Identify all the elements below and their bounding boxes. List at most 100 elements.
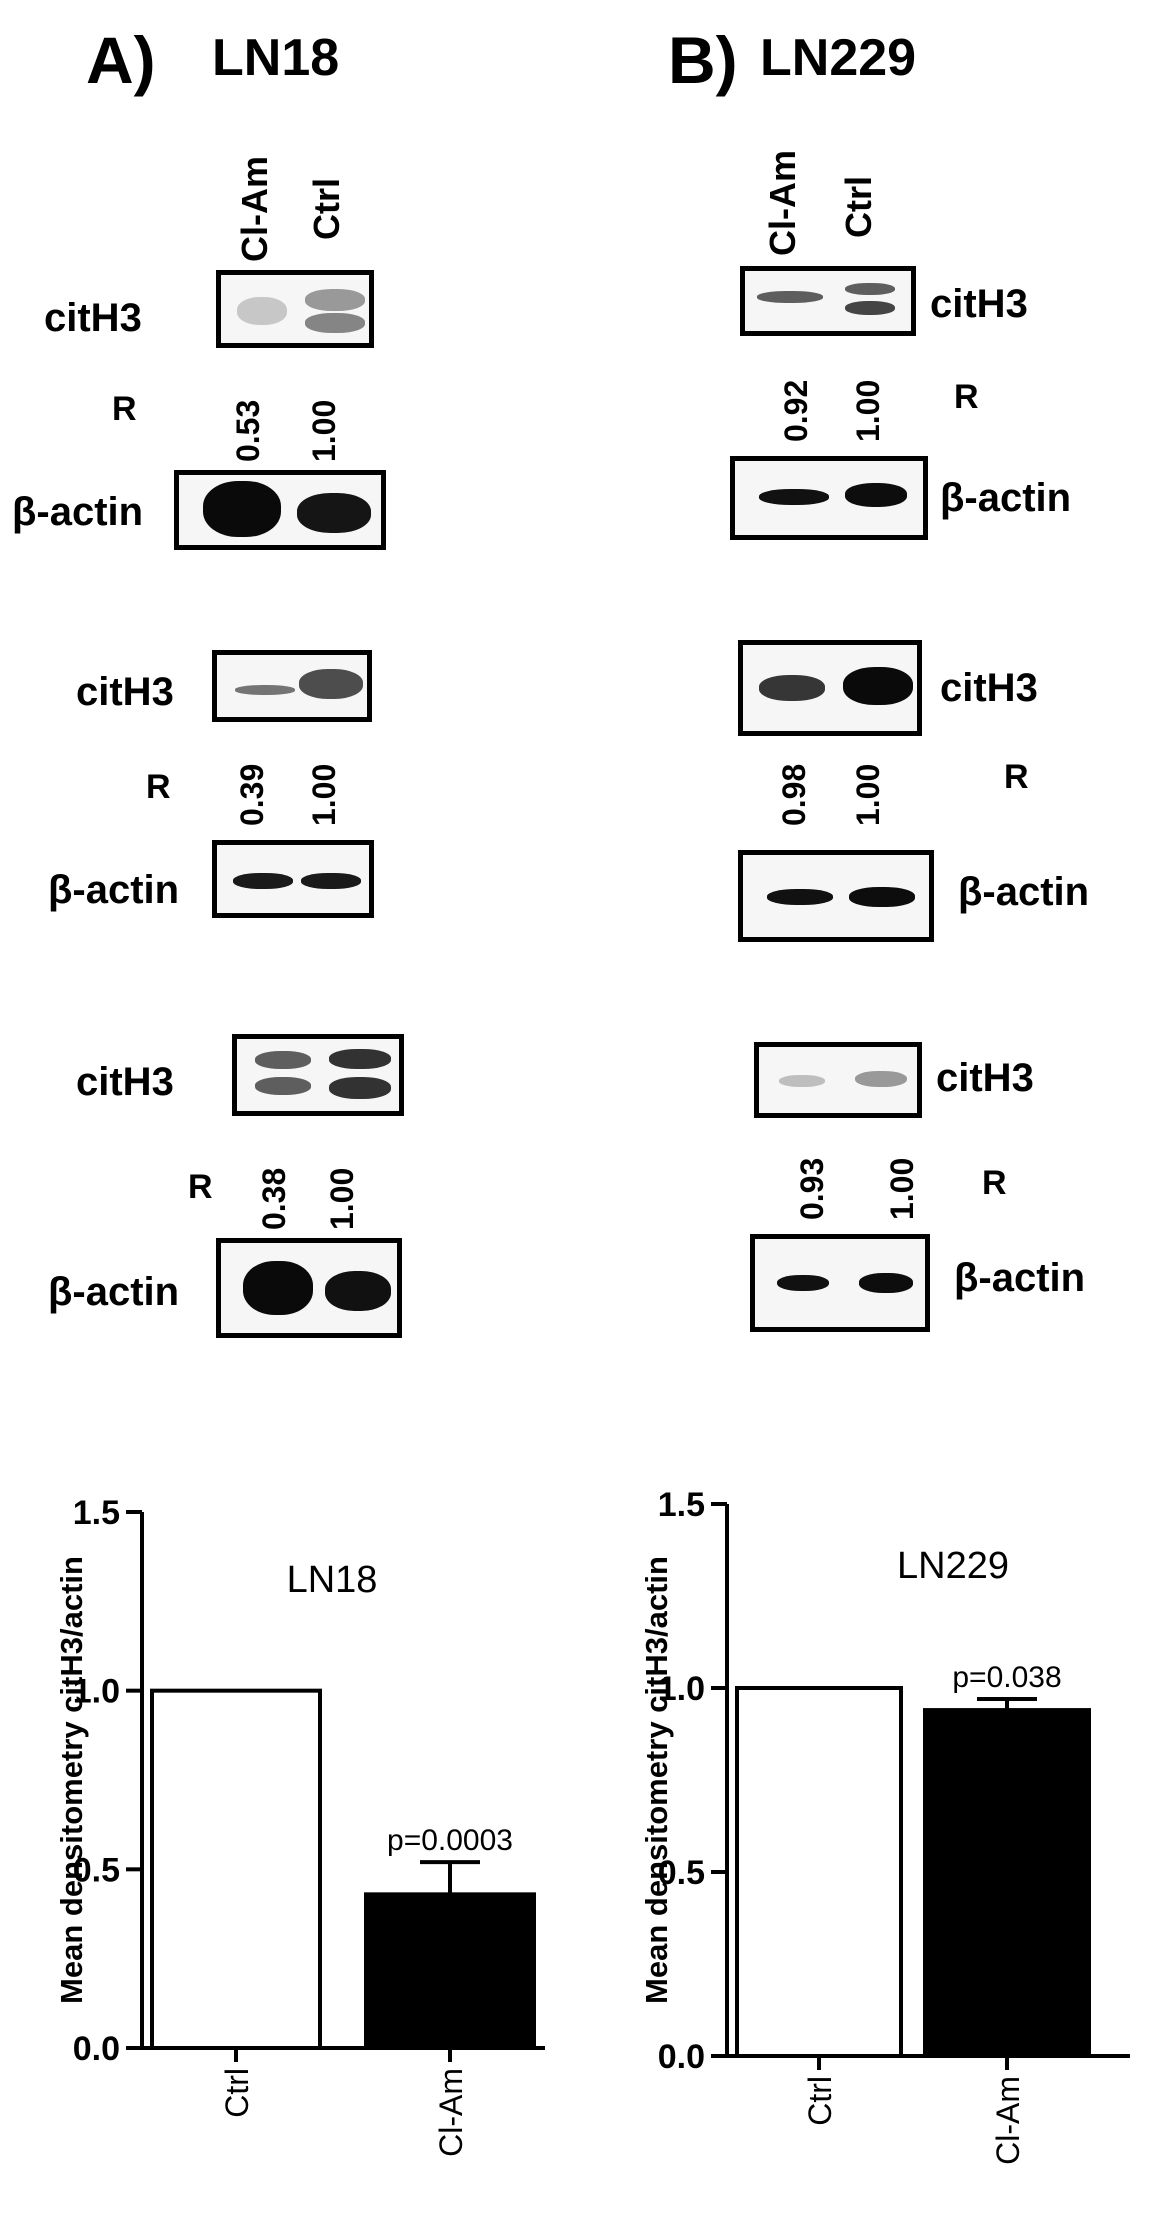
panel-a-blot1-cith3 (216, 270, 374, 348)
band (233, 873, 293, 889)
panel-a-blot1-actin (174, 470, 386, 550)
band (767, 889, 833, 905)
bar-ctrl (735, 1686, 903, 2058)
band (297, 493, 371, 533)
panel-a-lane-ctrl: Ctrl (306, 178, 347, 240)
y-tick-label: 0.5 (73, 1851, 120, 1889)
y-tick-label: 0.5 (658, 1854, 705, 1892)
band (759, 489, 829, 505)
panel-b-blot2-ratio-clam: 0.98 (776, 763, 812, 826)
band (305, 289, 365, 311)
band (301, 873, 361, 889)
y-tick-label: 1.0 (73, 1673, 120, 1711)
panel-b-blot1-protein: citH3 (930, 282, 1028, 326)
panel-a-blot2-ratio-label: R (146, 768, 171, 806)
x-tick-label: Cl-Am (433, 2068, 469, 2157)
bar-cl-am (923, 1708, 1091, 2058)
panel-b-blot1-ratio-ctrl: 1.00 (850, 379, 886, 442)
y-axis-title: Mean densitometry citH3/actin (639, 1556, 674, 2004)
x-tick-label: Ctrl (802, 2076, 838, 2126)
p-value-annotation: p=0.038 (952, 1661, 1061, 1694)
panel-b-blot3-cith3 (754, 1042, 922, 1118)
panel-b-blot1-loading: β-actin (940, 476, 1072, 520)
band (305, 313, 365, 333)
panel-a-blot3-actin (216, 1238, 402, 1338)
chart-title: LN18 (287, 1559, 378, 1601)
p-value-annotation: p=0.0003 (387, 1824, 513, 1857)
panel-a-blot2-loading: β-actin (48, 868, 180, 912)
panel-a-blot3-ratio-ctrl: 1.00 (324, 1167, 360, 1230)
band (855, 1071, 907, 1087)
panel-a-cell-line: LN18 (212, 29, 340, 87)
band (255, 1077, 311, 1095)
panel-a-blot1-protein: citH3 (44, 296, 142, 340)
band (779, 1075, 825, 1087)
panel-b-blot1-ratio-clam: 0.92 (778, 379, 814, 442)
band (843, 667, 913, 705)
panel-b-blot3-loading: β-actin (954, 1256, 1086, 1300)
y-tick-label: 1.5 (658, 1486, 705, 1524)
panel-b-blot2-ratio-label: R (1004, 758, 1029, 796)
panel-a-blot1-ratio-label: R (112, 390, 137, 428)
panel-b-blot2-cith3 (738, 640, 922, 736)
panel-a-blot3-ratio-label: R (188, 1168, 213, 1206)
panel-b-blot2-loading: β-actin (958, 870, 1090, 914)
panel-b-blot3-ratio-label: R (982, 1164, 1007, 1202)
bar-cl-am (364, 1892, 536, 2051)
band (849, 887, 915, 907)
panel-b-lane-ctrl: Ctrl (838, 176, 879, 238)
band (243, 1261, 313, 1315)
band (329, 1049, 391, 1069)
band (203, 481, 281, 537)
panel-a-blot3-ratio-clam: 0.38 (256, 1167, 292, 1230)
panel-a-blot2-actin (212, 840, 374, 918)
panel-a-blot1-ratio-clam: 0.53 (230, 399, 266, 462)
panel-a-lane-clam: Cl-Am (234, 156, 275, 262)
panel-b-blot1-ratio-label: R (954, 378, 979, 416)
panel-b-letter: B) (668, 23, 738, 97)
y-tick-label: 0.0 (73, 2030, 120, 2068)
panel-a-blot1-ratio-ctrl: 1.00 (306, 399, 342, 462)
panel-a-blot3-protein: citH3 (76, 1060, 174, 1104)
y-tick-label: 0.0 (658, 2038, 705, 2076)
x-tick-label: Cl-Am (990, 2076, 1026, 2165)
panel-a-blot2-protein: citH3 (76, 670, 174, 714)
band (255, 1051, 311, 1069)
panel-b-blot3-ratio-clam: 0.93 (794, 1157, 830, 1220)
panel-a-blot2-ratio-clam: 0.39 (234, 763, 270, 826)
panel-a-letter: A) (86, 23, 156, 97)
band (859, 1273, 913, 1293)
band (845, 283, 895, 295)
panel-b-blot3-ratio-ctrl: 1.00 (884, 1157, 920, 1220)
band (759, 675, 825, 701)
y-tick-label: 1.0 (658, 1670, 705, 1708)
y-axis-title: Mean densitometry citH3/actin (54, 1556, 89, 2004)
panel-b-blot2-protein: citH3 (940, 666, 1038, 710)
x-tick-label: Ctrl (219, 2068, 255, 2118)
y-tick-label: 1.5 (73, 1494, 120, 1532)
chart-title: LN229 (897, 1545, 1009, 1587)
panel-b-lane-clam: Cl-Am (762, 150, 803, 256)
band (325, 1271, 391, 1311)
band (845, 301, 895, 315)
band (299, 669, 363, 699)
panel-a-blot3-cith3 (232, 1034, 404, 1116)
band (329, 1077, 391, 1099)
panel-b-blot1-actin (730, 456, 928, 540)
panel-a-blot2-cith3 (212, 650, 372, 722)
band (777, 1275, 829, 1291)
panel-b-blot2-ratio-ctrl: 1.00 (850, 763, 886, 826)
band (845, 483, 907, 507)
panel-b-blot3-protein: citH3 (936, 1056, 1034, 1100)
panel-a-blot1-loading: β-actin (12, 490, 144, 534)
panel-a-blot3-loading: β-actin (48, 1270, 180, 1314)
panel-b-blot2-actin (738, 850, 934, 942)
band (235, 685, 295, 695)
band (757, 291, 823, 303)
panel-b-blot3-actin (750, 1234, 930, 1332)
bar-ctrl (150, 1688, 322, 2051)
panel-b-blot1-cith3 (740, 266, 916, 336)
panel-b-cell-line: LN229 (760, 29, 917, 87)
